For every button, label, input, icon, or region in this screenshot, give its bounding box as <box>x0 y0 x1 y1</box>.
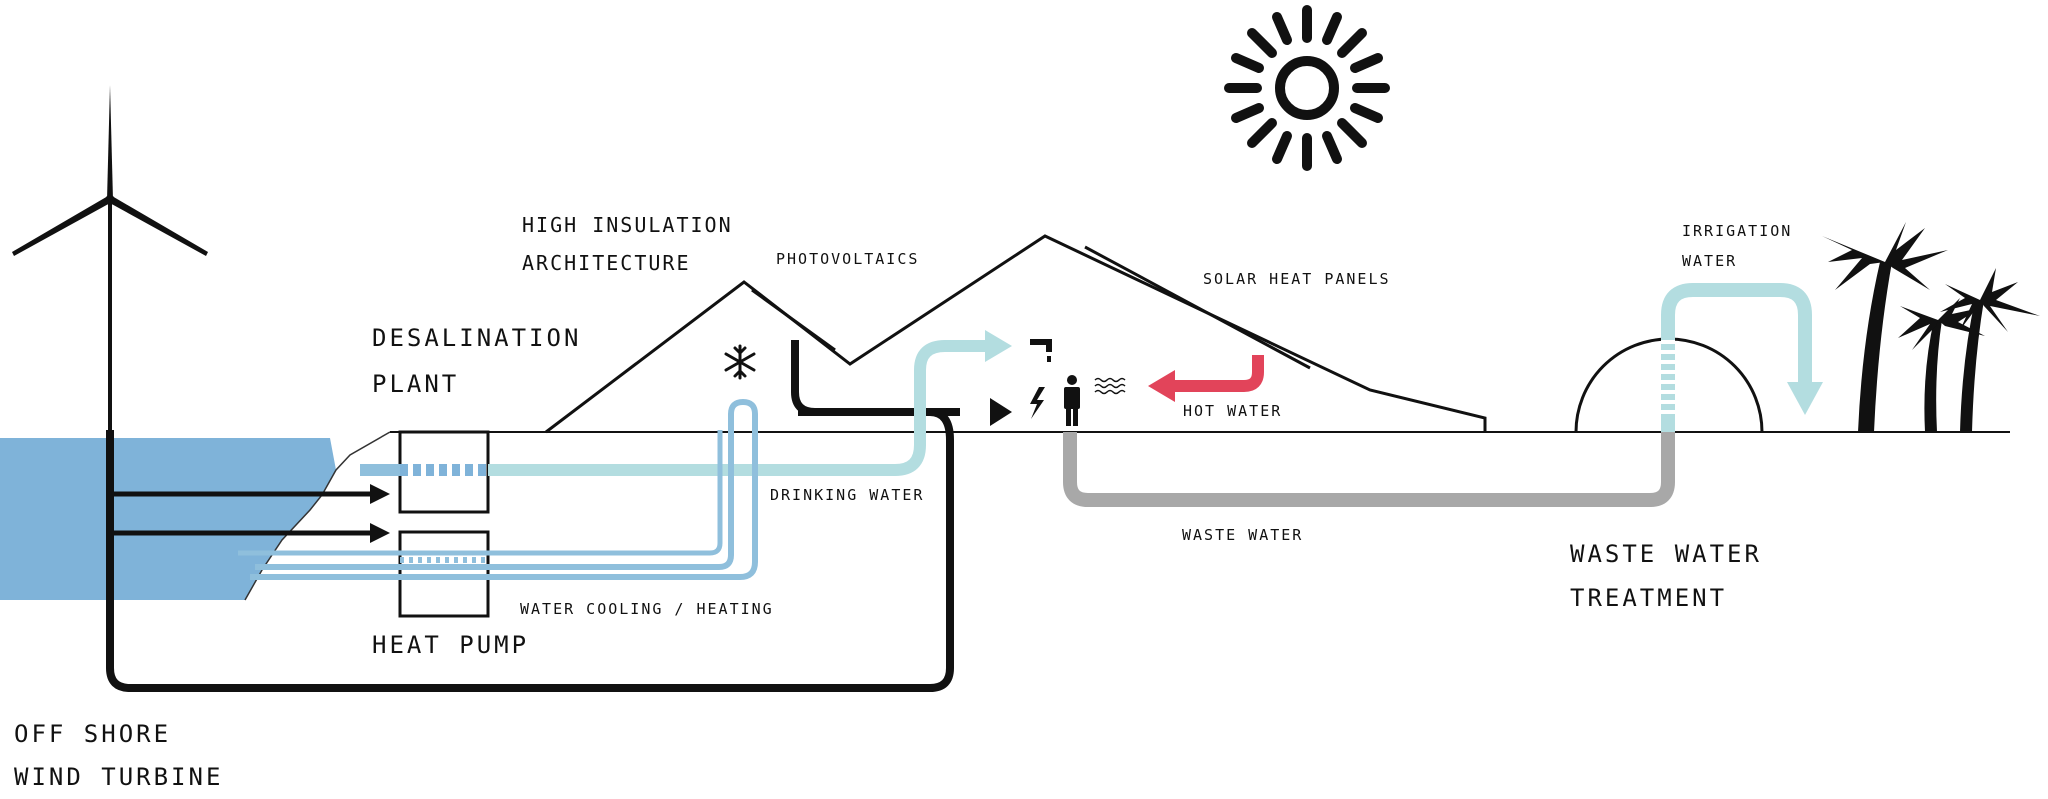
photovoltaic-panel <box>751 288 836 352</box>
heat-waves-icon <box>1094 377 1126 395</box>
high-insulation-architecture-label-line2: ARCHITECTURE <box>522 251 691 275</box>
desalination-plant-label-line2: PLANT <box>372 370 459 398</box>
drinking-water-pipe <box>488 340 985 476</box>
offshore-wind-turbine-label-line2: WIND TURBINE <box>14 763 223 791</box>
cooling-heating-loop-outer <box>250 398 758 580</box>
palm-tree-icon <box>1822 222 2040 432</box>
person-icon <box>1064 375 1080 426</box>
irrigation-water-label-line1: IRRIGATION <box>1682 222 1792 240</box>
water-cooling-heating-label: WATER COOLING / HEATING <box>520 600 774 618</box>
hot-water-pipe <box>1175 355 1264 392</box>
building-outline <box>545 234 1487 434</box>
solar-heat-panel <box>1084 245 1311 370</box>
waste-water-treatment-label-line1: WASTE WATER <box>1570 540 1762 568</box>
desalination-plant-label-line1: DESALINATION <box>372 324 581 352</box>
drinking-water-arrowhead <box>985 330 1012 362</box>
energy-arrow-head <box>990 398 1012 426</box>
lightning-icon <box>1030 387 1045 419</box>
heat-pump-label: HEAT PUMP <box>372 631 529 659</box>
drinking-water-label: DRINKING WATER <box>770 486 924 504</box>
waste-water-treatment-label-line2: TREATMENT <box>1570 584 1727 612</box>
hot-water-label: HOT WATER <box>1183 402 1282 420</box>
photovoltaics-label: PHOTOVOLTAICS <box>776 250 919 268</box>
offshore-wind-turbine-label-line1: OFF SHORE <box>14 720 171 748</box>
waste-water-pipe <box>1063 432 1675 507</box>
waste-water-label: WASTE WATER <box>1182 526 1303 544</box>
pv-energy-line <box>791 340 960 416</box>
hot-water-arrowhead <box>1148 370 1175 402</box>
sea <box>0 438 336 600</box>
wind-turbine-icon <box>12 85 208 600</box>
solar-heat-panels-label: SOLAR HEAT PANELS <box>1203 270 1391 288</box>
irrigation-arrowhead <box>1787 382 1823 415</box>
snowflake-icon <box>724 344 756 380</box>
irrigation-water-label-line2: WATER <box>1682 252 1737 270</box>
sun-icon <box>1224 5 1390 171</box>
turbine-to-heatpump-arrowhead <box>370 523 390 543</box>
energy-line <box>106 408 954 692</box>
cooling-heating-loop-inner <box>238 430 723 556</box>
tap-icon <box>1030 339 1052 362</box>
high-insulation-architecture-label-line1: HIGH INSULATION <box>522 213 733 237</box>
irrigation-pipe <box>1661 283 1812 432</box>
turbine-to-desalination-arrowhead <box>370 484 390 504</box>
